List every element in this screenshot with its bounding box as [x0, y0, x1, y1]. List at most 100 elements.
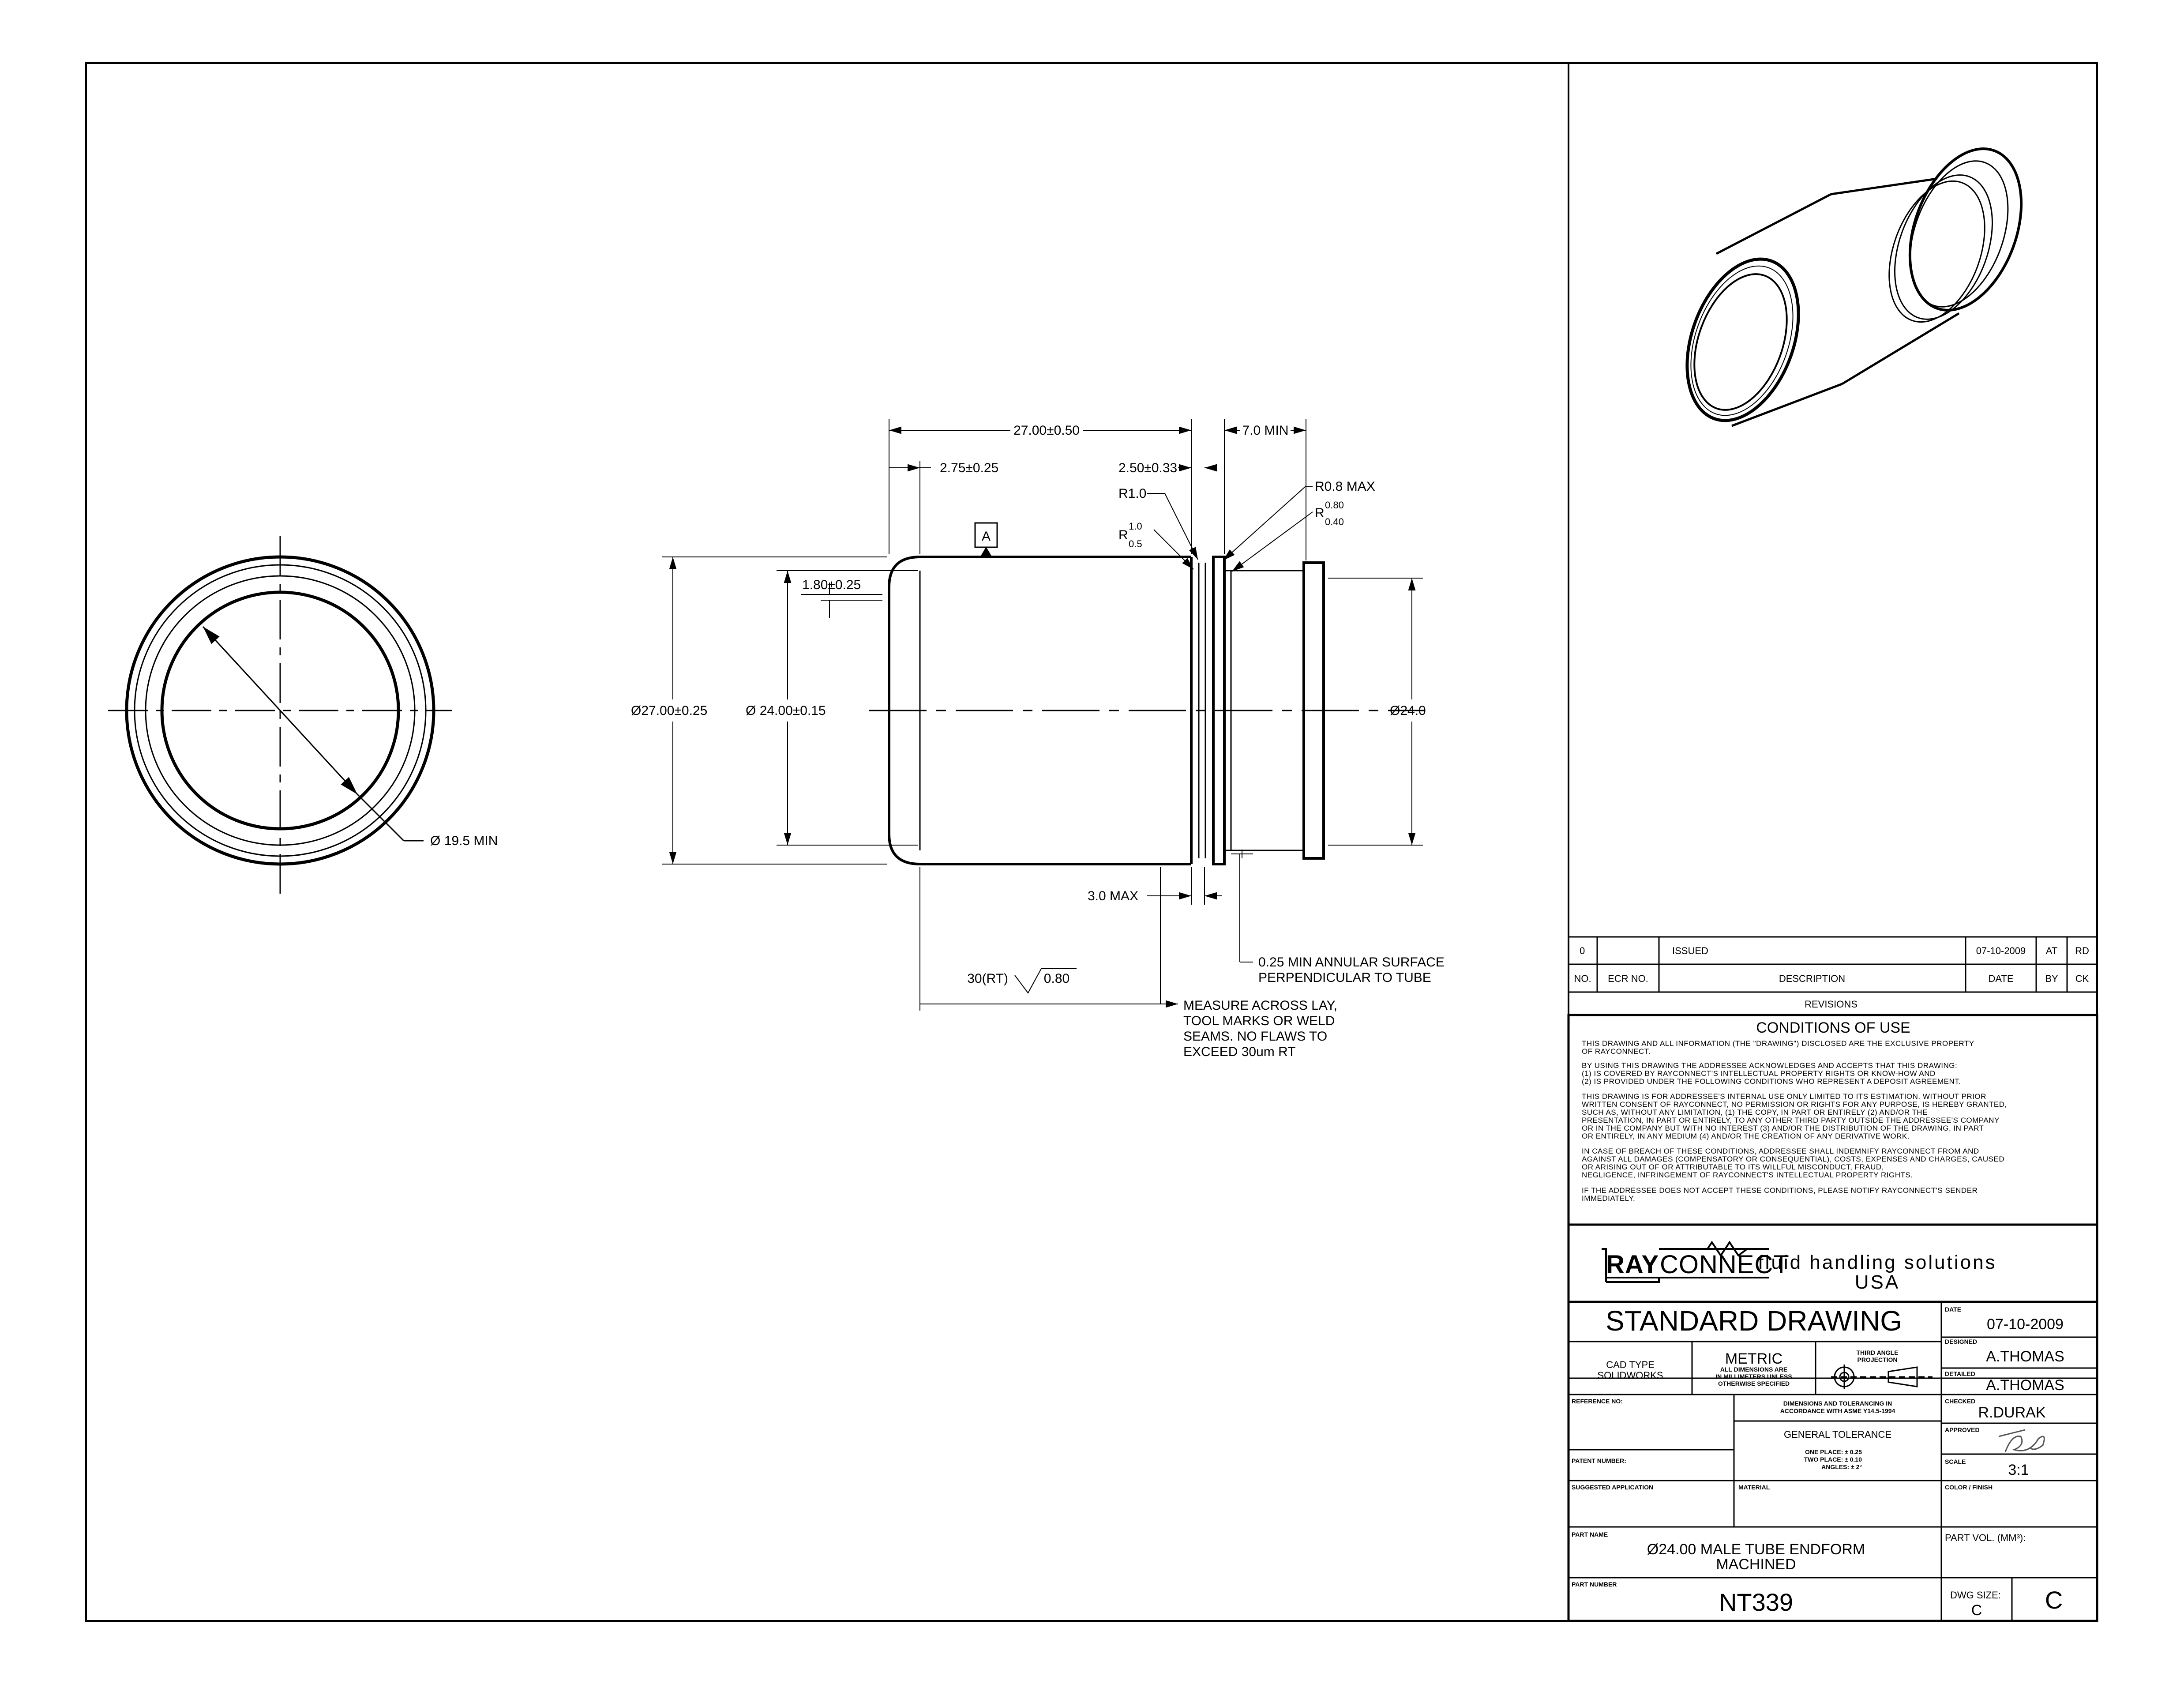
condition-line: IN CASE OF BREACH OF THESE CONDITIONS, A…	[1582, 1147, 1979, 1155]
overall-length-dim: 27.00±0.50	[1013, 423, 1080, 438]
condition-line: AGAINST ALL DAMAGES (COMPENSATORY OR CON…	[1582, 1155, 2004, 1163]
radius-4-upper: 0.80	[1325, 500, 1344, 511]
end-view	[108, 536, 452, 900]
condition-line: IMMEDIATELY.	[1582, 1194, 1635, 1203]
part-vol-label: PART VOL. (MM³):	[1945, 1532, 2026, 1543]
std-note-1: DIMENSIONS AND TOLERANCING IN	[1783, 1400, 1892, 1407]
condition-line: (2) IS PROVIDED UNDER THE FOLLOWING COND…	[1582, 1077, 1961, 1086]
checked-value: R.DURAK	[1978, 1404, 2045, 1421]
side-view	[662, 419, 1425, 1011]
cad-type-label: CAD TYPE	[1606, 1359, 1655, 1370]
condition-line: THIS DRAWING AND ALL INFORMATION (THE "D…	[1582, 1039, 1974, 1048]
part-number: NT339	[1719, 1588, 1793, 1616]
dwg-size: C	[2045, 1586, 2063, 1614]
dwg-size-label: DWG SIZE:	[1950, 1590, 2001, 1601]
conditions-text: THIS DRAWING AND ALL INFORMATION (THE "D…	[1582, 1039, 2007, 1203]
iso-frame	[1568, 62, 2098, 1379]
reference-label: REFERENCE NO:	[1572, 1398, 1623, 1405]
condition-line: OR ARISING OUT OF OR ATTRIBUTABLE TO ITS…	[1582, 1163, 1884, 1171]
dwg-size-small: C	[1971, 1602, 1982, 1619]
radius-4-lower: 0.40	[1325, 516, 1344, 527]
condition-line: NEGLIGENCE, INFRINGEMENT OF RAYCONNECT'S…	[1582, 1171, 1913, 1179]
company-tagline: fluid handling solutions	[1758, 1252, 1996, 1273]
rev-header-ck: CK	[2075, 973, 2089, 984]
tolerance-one: ONE PLACE: ± 0.25	[1805, 1448, 1862, 1455]
units: METRIC	[1725, 1350, 1782, 1367]
radius-2-dim: R	[1118, 528, 1128, 542]
flange-dia-dim: Ø24.0	[1390, 703, 1426, 718]
radius-2-upper: 1.0	[1129, 521, 1142, 532]
condition-line: BY USING THIS DRAWING THE ADDRESSEE ACKN…	[1582, 1061, 1957, 1070]
date-label: DATE	[1945, 1306, 1961, 1313]
max-gap-dim: 3.0 MAX	[1088, 889, 1138, 903]
condition-line: PRESENTATION, IN PART OR ENTIRELY, TO AN…	[1582, 1116, 2000, 1124]
projection-icon	[1831, 1365, 1933, 1389]
tolerance-angles: ANGLES: ± 2°	[1821, 1463, 1862, 1470]
projection-1: THIRD ANGLE	[1856, 1349, 1898, 1356]
detailed-value: A.THOMAS	[1986, 1377, 2064, 1394]
chamfer-dim: 1.80±0.25	[802, 578, 861, 592]
designed-value: A.THOMAS	[1986, 1348, 2064, 1365]
tolerance-two: TWO PLACE: ± 0.10	[1804, 1456, 1862, 1463]
rev-header-no: NO.	[1574, 973, 1591, 984]
part-number-label: PART NUMBER	[1572, 1581, 1617, 1588]
flange-thickness-dim: 7.0 MIN	[1242, 423, 1288, 438]
company-logo: RAY CONNECT	[1602, 1241, 1790, 1283]
radius-2-lower: 0.5	[1129, 538, 1142, 549]
rev-description: ISSUED	[1672, 945, 1708, 956]
condition-line: SUCH AS, WITHOUT ANY LIMITATION, (1) THE…	[1582, 1108, 1928, 1117]
logo-ray: RAY	[1606, 1250, 1659, 1279]
rev-header-date: DATE	[1988, 973, 2013, 984]
rev-by: AT	[2046, 945, 2057, 956]
designed-label: DESIGNED	[1945, 1338, 1977, 1345]
approved-signature	[1998, 1429, 2045, 1452]
units-note-2: IN MILLIMETERS UNLESS	[1715, 1373, 1792, 1380]
rev-header-by: BY	[2045, 973, 2058, 984]
condition-line: OR IN THE COMPANY BUT WITH NO INTEREST (…	[1582, 1124, 1984, 1132]
std-note-2: ACCORDANCE WITH ASME Y14.5-1994	[1780, 1407, 1895, 1414]
note-lay-2: TOOL MARKS OR WELD	[1183, 1014, 1335, 1028]
revisions-title: REVISIONS	[1805, 999, 1858, 1010]
part-name-line-1: Ø24.00 MALE TUBE ENDFORM	[1647, 1541, 1865, 1558]
note-lay-1: MEASURE ACROSS LAY,	[1183, 998, 1337, 1013]
scale-value: 3:1	[2008, 1462, 2029, 1478]
condition-line: THIS DRAWING IS FOR ADDRESSEE'S INTERNAL…	[1582, 1092, 1986, 1101]
radius-3-dim: R0.8 MAX	[1315, 479, 1375, 494]
radius-4-dim: R	[1315, 506, 1325, 520]
color-label: COLOR / FINISH	[1945, 1484, 1993, 1491]
patent-label: PATENT NUMBER:	[1572, 1457, 1626, 1464]
condition-line: WRITTEN CONSENT OF RAYCONNECT, NO PERMIS…	[1582, 1100, 2007, 1109]
logo-connect: CONNECT	[1660, 1250, 1790, 1279]
note-lay-3: SEAMS. NO FLAWS TO	[1183, 1029, 1327, 1044]
units-note-1: ALL DIMENSIONS ARE	[1720, 1366, 1787, 1373]
finish-value: 0.80	[1044, 971, 1069, 986]
drawing-title: STANDARD DRAWING	[1606, 1305, 1902, 1337]
condition-line: OR ENTIRELY, IN ANY MEDIUM (4) AND/OR TH…	[1582, 1132, 1910, 1140]
lead-length-dim: 2.75±0.25	[940, 461, 998, 475]
tube-dia-dim: Ø 24.00±0.15	[746, 703, 826, 718]
datum-a: A	[982, 529, 991, 544]
conditions-title: CONDITIONS OF USE	[1756, 1019, 1910, 1036]
date-value: 07-10-2009	[1987, 1316, 2064, 1333]
checked-label: CHECKED	[1945, 1398, 1975, 1405]
rev-date: 07-10-2009	[1976, 945, 2026, 956]
condition-line: IF THE ADDRESSEE DOES NOT ACCEPT THESE C…	[1582, 1186, 1978, 1195]
condition-line: (1) IS COVERED BY RAYCONNECT'S INTELLECT…	[1582, 1069, 1936, 1078]
rev-header-ecr: ECR NO.	[1608, 973, 1648, 984]
tolerance-title: GENERAL TOLERANCE	[1784, 1429, 1891, 1440]
cad-type: SOLIDWORKS	[1597, 1370, 1663, 1381]
rev-ck: RD	[2075, 945, 2089, 956]
part-name-line-2: MACHINED	[1716, 1556, 1796, 1573]
projection-2: PROJECTION	[1857, 1356, 1897, 1363]
note-annular-1: 0.25 MIN ANNULAR SURFACE	[1258, 955, 1445, 970]
rev-header-description: DESCRIPTION	[1779, 973, 1845, 984]
note-annular-2: PERPENDICULAR TO TUBE	[1258, 970, 1431, 985]
groove-pos-dim: 2.50±0.33	[1118, 461, 1177, 475]
rev-no: 0	[1580, 945, 1585, 956]
condition-line: OF RAYCONNECT.	[1582, 1047, 1651, 1056]
title-block-grid	[1567, 1301, 2098, 1622]
finish-dim: 30(RT)	[967, 971, 1008, 986]
material-label: MATERIAL	[1738, 1484, 1770, 1491]
radius-1-dim: R1.0	[1118, 486, 1146, 501]
